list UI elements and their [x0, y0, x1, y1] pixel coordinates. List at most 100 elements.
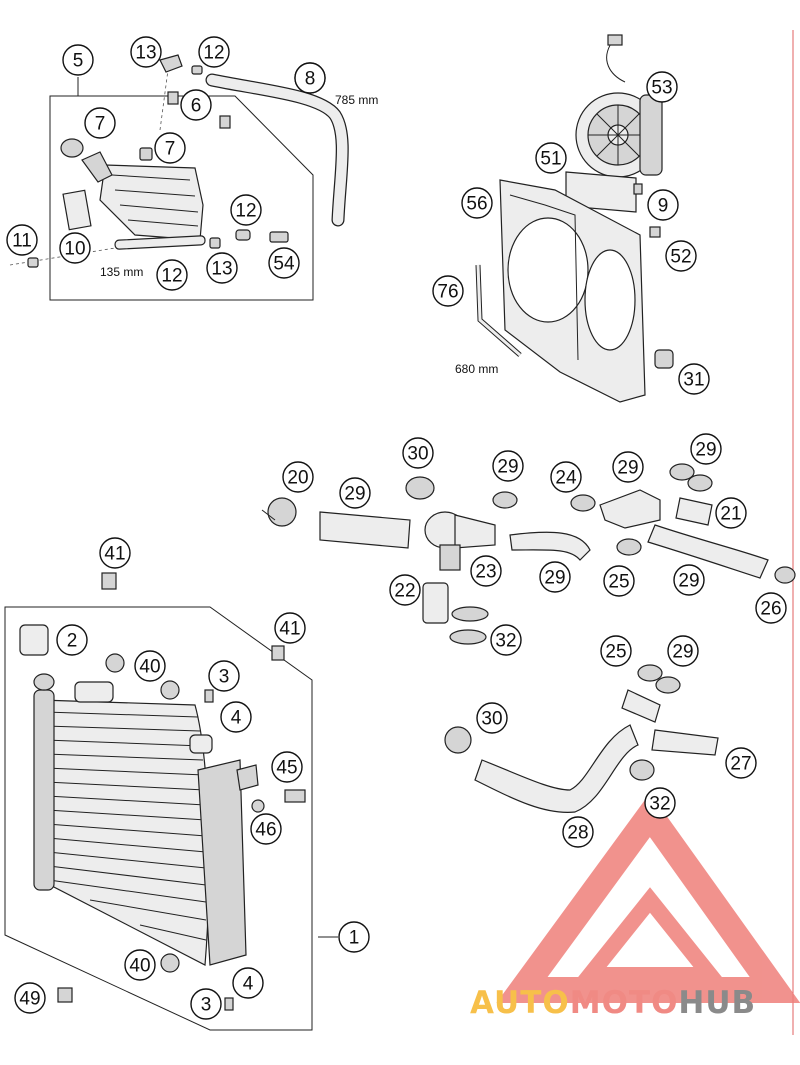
group-frame-radiator: [4, 606, 313, 1031]
callout-number: 5: [73, 51, 84, 72]
callout-circle: [550, 461, 582, 493]
callout-40: 40: [134, 650, 166, 682]
callout-circle: [490, 624, 522, 656]
callout-45: 45: [271, 751, 303, 783]
callout-circle: [294, 62, 326, 94]
callout-number: 53: [651, 78, 672, 99]
callout-40: 40: [124, 949, 156, 981]
callout-56: 56: [461, 187, 493, 219]
callout-number: 29: [544, 568, 565, 589]
callout-number: 3: [219, 667, 230, 688]
callout-49: 49: [14, 982, 46, 1014]
callout-circle: [6, 224, 38, 256]
watermark-hub: HUB: [678, 985, 756, 1021]
callout-circle: [62, 44, 94, 76]
callout-number: 45: [276, 758, 297, 779]
callout-circle: [646, 71, 678, 103]
shroud-edge-seal: [476, 264, 521, 357]
callout-46: 46: [250, 813, 282, 845]
callout-24: 24: [550, 461, 582, 493]
callout-8: 8: [294, 62, 326, 94]
callout-circle: [492, 450, 524, 482]
callout-2: 2: [56, 624, 88, 656]
watermark-logo: [496, 792, 800, 1003]
dim-cable: 680 mm: [455, 362, 498, 376]
hose-23: [509, 531, 591, 561]
callout-76: 76: [432, 275, 464, 307]
overflow-hose-long: [206, 74, 348, 226]
callout-51: 51: [535, 142, 567, 174]
callout-circle: [338, 921, 370, 953]
fan-shroud-group: [475, 34, 674, 403]
callout-circle: [678, 363, 710, 395]
callout-circle: [124, 949, 156, 981]
callout-number: 6: [191, 96, 202, 117]
callout-number: 25: [608, 572, 629, 593]
hose-25-bottom: [621, 689, 661, 723]
callout-number: 12: [203, 43, 224, 64]
callout-31: 31: [678, 363, 710, 395]
callout-circle: [59, 232, 91, 264]
callout-9: 9: [647, 189, 679, 221]
lower-hose-group: [444, 664, 719, 813]
callout-7: 7: [154, 132, 186, 164]
callout-circle: [230, 194, 262, 226]
callout-29: 29: [673, 564, 705, 596]
callout-layer: 5131210867712111012135453515695276313020…: [6, 36, 787, 1020]
callout-29: 29: [539, 561, 571, 593]
callout-12: 12: [156, 259, 188, 291]
callout-13: 13: [206, 252, 238, 284]
callout-number: 13: [211, 259, 232, 280]
overflow-hose-short: [114, 235, 206, 250]
callout-circle: [130, 36, 162, 68]
callout-circle: [539, 561, 571, 593]
callout-circle: [600, 635, 632, 667]
callout-12: 12: [198, 36, 230, 68]
callout-circle: [180, 89, 212, 121]
callout-20: 20: [282, 461, 314, 493]
callout-11: 11: [6, 224, 38, 256]
callout-circle: [535, 142, 567, 174]
callout-circle: [612, 451, 644, 483]
hose-28: [474, 724, 639, 813]
hose-26: [647, 524, 769, 579]
callout-number: 32: [495, 631, 516, 652]
thermostat-hose-group: [261, 463, 796, 645]
callout-32: 32: [490, 624, 522, 656]
callout-number: 25: [605, 642, 626, 663]
callout-number: 49: [19, 989, 40, 1010]
callout-circle: [562, 816, 594, 848]
callout-number: 41: [279, 619, 300, 640]
callout-number: 3: [201, 995, 212, 1016]
callout-number: 20: [287, 468, 308, 489]
dim-hose-top: 785 mm: [335, 93, 378, 107]
callout-circle: [673, 564, 705, 596]
callout-circle: [56, 624, 88, 656]
callout-4: 4: [232, 967, 264, 999]
callout-circle: [154, 132, 186, 164]
callout-circle: [402, 437, 434, 469]
callout-23: 23: [470, 555, 502, 587]
callout-number: 51: [540, 149, 561, 170]
callout-circle: [190, 988, 222, 1020]
callout-number: 32: [649, 794, 670, 815]
callout-circle: [690, 433, 722, 465]
callout-circle: [271, 751, 303, 783]
temperature-sensor: [284, 789, 306, 803]
tank-cap: [60, 138, 84, 158]
callout-52: 52: [665, 240, 697, 272]
callout-circle: [389, 574, 421, 606]
callout-number: 23: [475, 562, 496, 583]
callout-number: 56: [466, 194, 487, 215]
thermostat-insert: [422, 582, 449, 624]
t-fitting: [599, 489, 661, 529]
callout-number: 2: [67, 631, 78, 652]
callout-circle: [715, 497, 747, 529]
callout-number: 30: [481, 709, 502, 730]
callout-25: 25: [603, 565, 635, 597]
callout-29: 29: [612, 451, 644, 483]
callout-circle: [282, 461, 314, 493]
callout-circle: [99, 537, 131, 569]
callout-3: 3: [208, 660, 240, 692]
callout-circle: [198, 36, 230, 68]
